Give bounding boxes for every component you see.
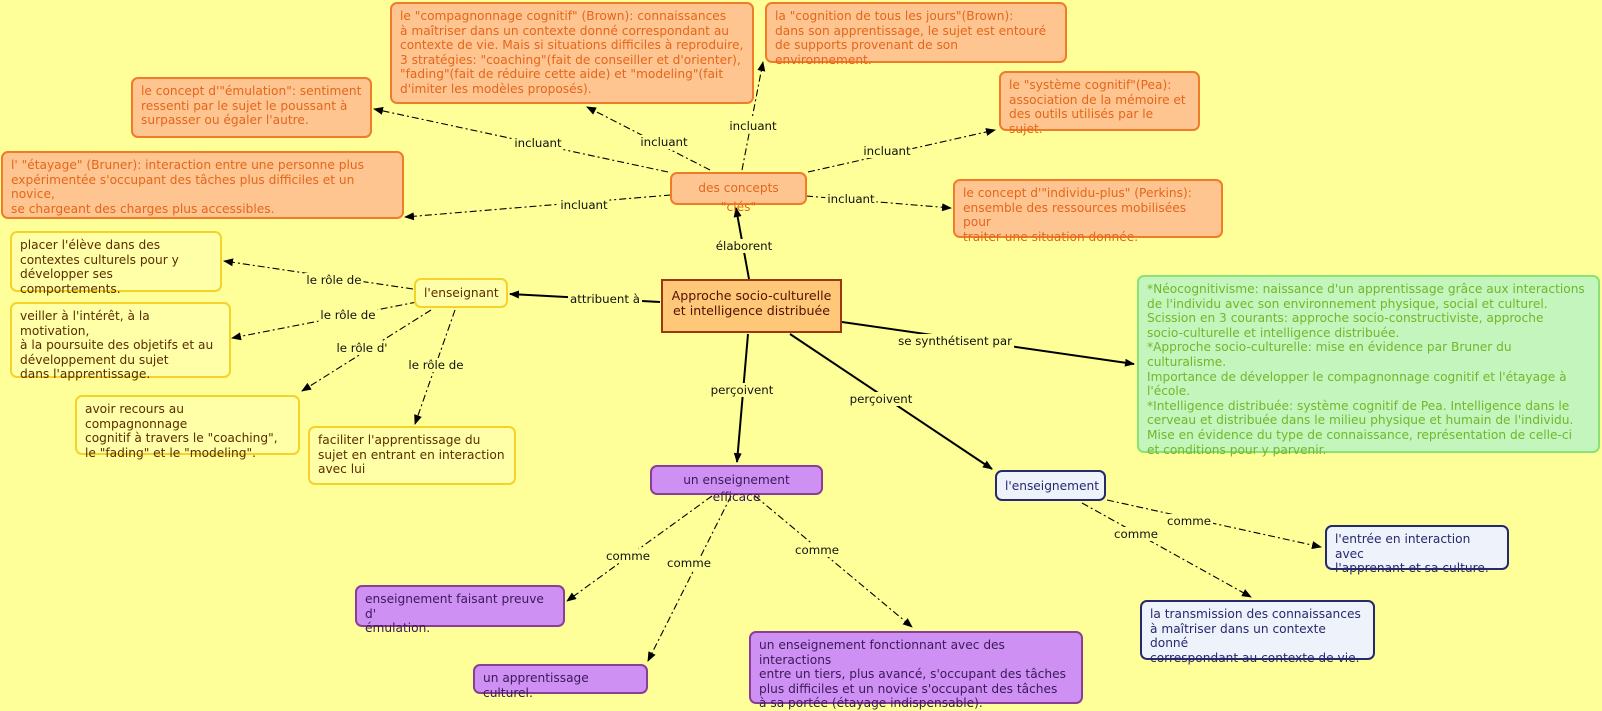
edge-label-role-d: le rôle d' [334,341,390,355]
edge-label-comme: comme [1112,527,1160,541]
node-transmission-connaissances[interactable]: la transmission des connaissances à maît… [1140,600,1375,665]
edge-label-elaborent: élaborent [713,239,775,253]
link-enseignement-transmission [1081,502,1252,598]
node-etayage[interactable]: l' "étayage" (Bruner): interaction entre… [1,151,404,219]
edge-label-comme: comme [604,549,652,563]
node-compagnonnage-cognitif[interactable]: le "compagnonnage cognitif" (Brown): con… [390,2,754,104]
node-enseignement[interactable]: l'enseignement [995,470,1106,501]
link-enseignement-entree [1106,499,1322,549]
node-enseignement-interactions[interactable]: un enseignement fonctionnant avec des in… [749,631,1083,710]
edge-label-role-de: le rôle de [406,358,466,372]
node-emulation[interactable]: le concept d'"émulation": sentiment ress… [131,77,372,138]
edge-label-comme: comme [793,543,841,557]
edge-label-comme: comme [1165,514,1213,528]
link-concepts-individu [805,195,952,212]
edge-label-incluant: incluant [512,136,564,150]
node-enseignant[interactable]: l'enseignant [414,278,508,308]
node-enseignement-efficace[interactable]: un enseignement efficace [650,465,823,504]
edge-label-percoivent: perçoivent [847,392,915,406]
node-synthese[interactable]: *Néocognitivisme: naissance d'un apprent… [1137,275,1600,457]
node-main-approche[interactable]: Approche socio-culturelle et intelligenc… [661,279,842,333]
edge-label-role-de: le rôle de [318,308,378,322]
node-individu-plus[interactable]: le concept d'"individu-plus" (Perkins): … [953,179,1223,244]
node-veiller[interactable]: veiller à l'intérêt, à la motivation, à … [10,302,231,381]
edge-label-incluant: incluant [861,144,913,158]
node-placer-eleve[interactable]: placer l'élève dans des contextes cultur… [10,231,222,296]
edge-label-incluant: incluant [727,119,779,133]
node-apprentissage-culturel[interactable]: un apprentissage culturel. [473,664,648,700]
edge-label-synthetisent: se synthétisent par [896,334,1014,348]
node-entree-interaction[interactable]: l'entrée en interaction avec l'apprenant… [1325,525,1509,575]
node-cognition-quotidienne[interactable]: la "cognition de tous les jours"(Brown):… [765,2,1067,67]
link-main-efficace [733,333,749,463]
node-emulation-enseignement[interactable]: enseignement faisant preuve d' émulation… [355,585,565,635]
node-systeme-cognitif[interactable]: le "système cognitif"(Pea): association … [999,71,1200,136]
edge-label-percoivent: perçoivent [708,383,776,397]
edge-label-incluant: incluant [638,135,690,149]
edge-label-comme: comme [665,556,713,570]
edge-label-incluant: incluant [825,192,877,206]
node-concepts-cles[interactable]: des concepts "clés" [670,172,807,214]
edge-label-attribuent: attribuent à [568,292,642,306]
link-efficace-culturel [647,495,732,662]
node-faciliter-apprentissage[interactable]: faciliter l'apprentissage du sujet en en… [308,426,516,485]
edge-label-incluant: incluant [558,198,610,212]
link-concepts-compagnonnage [586,106,711,171]
link-concepts-etayage [404,194,672,221]
link-concepts-cognition [741,61,766,171]
link-efficace-fonctionnant [754,495,913,628]
edge-label-role-de: le rôle de [304,273,364,287]
node-recours-compagnonnage[interactable]: avoir recours au compagnonnage cognitif … [75,395,300,460]
